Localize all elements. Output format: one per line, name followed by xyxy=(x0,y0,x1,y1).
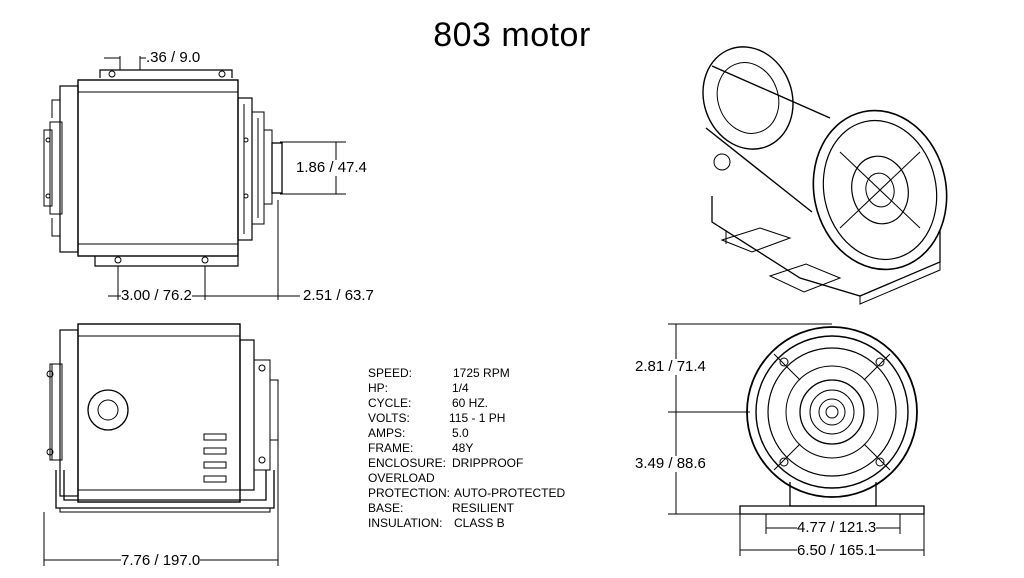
spec-label: HP: xyxy=(368,381,389,395)
spec-value: CLASS B xyxy=(454,516,505,530)
spec-label: INSULATION: xyxy=(368,516,443,530)
side-view-drawing xyxy=(43,323,279,566)
spec-label: FRAME: xyxy=(368,441,414,455)
spec-value: DRIPPROOF xyxy=(452,456,524,470)
lower-height-dimension: 3.49 / 88.6 xyxy=(635,455,706,472)
spec-value: RESILIENT xyxy=(452,501,515,515)
base-overall-width-dimension: 6.50 / 165.1 xyxy=(797,542,877,559)
isometric-drawing xyxy=(702,46,948,305)
body-length-dimension: 3.00 / 76.2 xyxy=(121,287,192,304)
shaft-offset-dimension: .36 / 9.0 xyxy=(146,49,201,66)
spec-value: 48Y xyxy=(452,441,474,455)
spec-value: 115 - 1 PH xyxy=(449,411,506,425)
spec-label: ENCLOSURE: xyxy=(368,456,447,470)
spec-label: SPEED: xyxy=(368,366,413,380)
end-view-drawing xyxy=(668,323,925,556)
spec-value: 5.0 xyxy=(452,426,469,440)
spec-label: OVERLOAD xyxy=(368,471,435,485)
top-view-drawing xyxy=(43,56,346,300)
shaft-length-dimension: 2.51 / 63.7 xyxy=(303,287,374,304)
spec-label: AMPS: xyxy=(368,426,406,440)
spec-value: AUTO-PROTECTED xyxy=(454,486,566,500)
page-title: 803 motor xyxy=(433,16,591,54)
base-mount-width-dimension: 4.77 / 121.3 xyxy=(797,519,877,536)
shaft-diameter-dimension: 1.86 / 47.4 xyxy=(296,159,367,176)
overall-length-dimension: 7.76 / 197.0 xyxy=(121,552,201,569)
spec-label: VOLTS: xyxy=(368,411,410,425)
spec-value: 60 HZ. xyxy=(452,396,489,410)
spec-label: PROTECTION: xyxy=(368,486,451,500)
upper-height-dimension: 2.81 / 71.4 xyxy=(635,358,706,375)
spec-label: BASE: xyxy=(368,501,404,515)
spec-value: 1725 RPM xyxy=(453,366,510,380)
spec-label: CYCLE: xyxy=(368,396,412,410)
spec-value: 1/4 xyxy=(452,381,469,395)
